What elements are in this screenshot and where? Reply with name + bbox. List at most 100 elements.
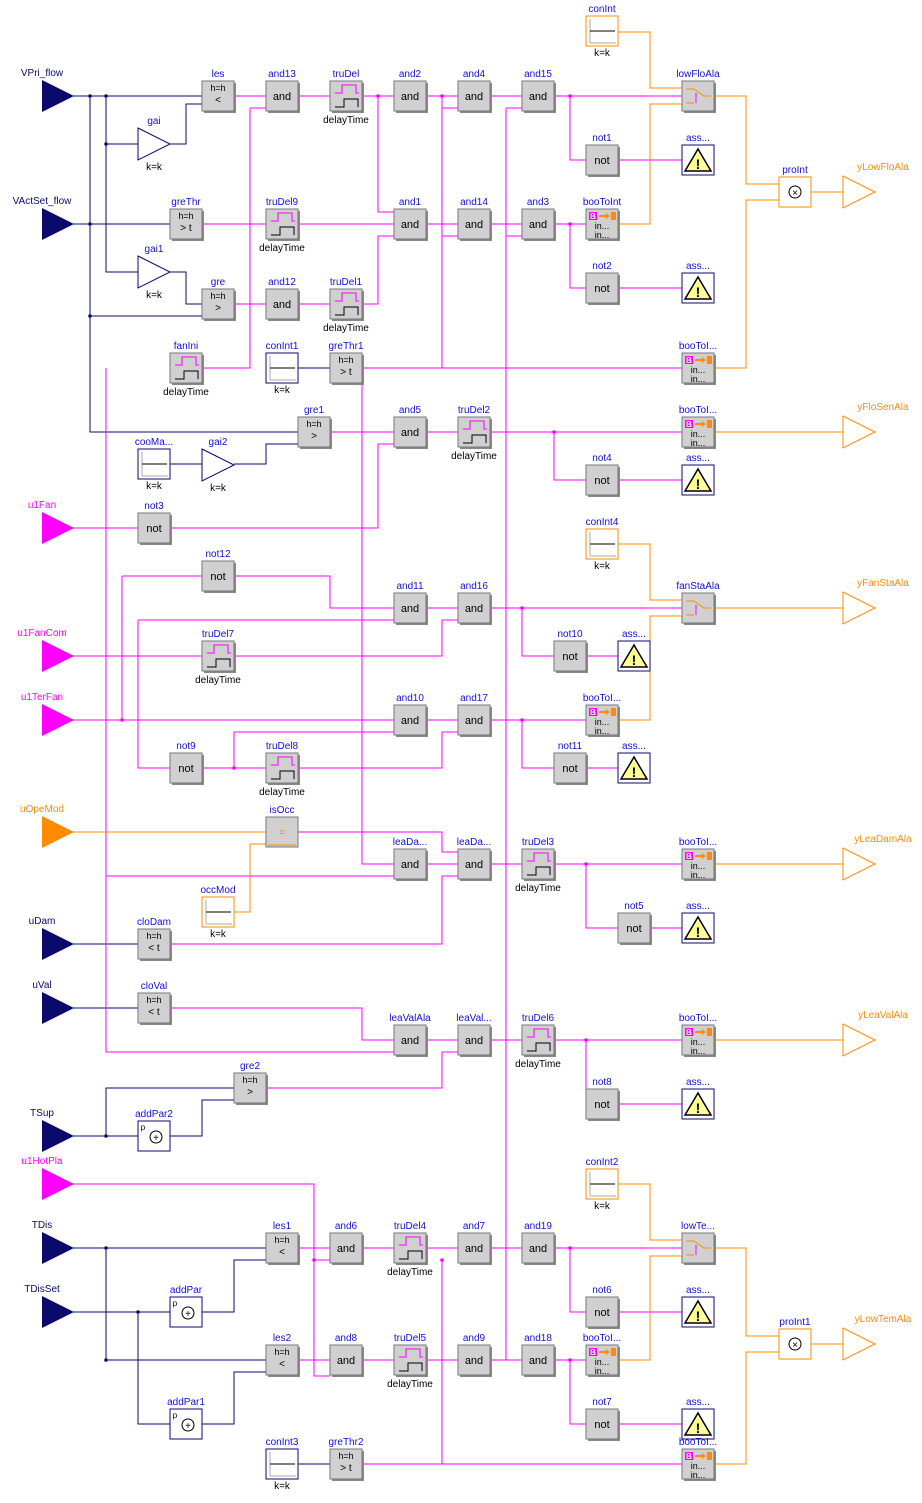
block-ass2[interactable]: !ass... [681,261,715,304]
output-port-yLeaDamAla[interactable]: yLeaDamAla [842,834,912,881]
block-ass8[interactable]: !ass... [681,1077,715,1120]
block-booToI6[interactable]: Bin...in...booToI... [583,1333,621,1377]
output-port-yFloSenAla[interactable]: yFloSenAla [842,402,909,449]
block-ass10[interactable]: !ass... [617,629,651,672]
block-booToInt[interactable]: Bin...in...booToInt [583,197,622,241]
input-port-VActSet_flow[interactable]: VActSet_flow [13,196,74,240]
input-port-VPri_flow[interactable]: VPri_flow [21,68,74,112]
block-gre1[interactable]: h=h>gre1 [297,405,332,449]
block-lowTe[interactable]: lowTe... [681,1221,716,1265]
input-port-TDisSet[interactable]: TDisSet [24,1284,74,1328]
block-isOcc[interactable]: =isOcc [265,805,299,848]
output-port-yLowFloAla[interactable]: yLowFloAla [842,162,909,209]
block-ass6[interactable]: !ass... [681,1285,715,1328]
output-port-yLeaValAla[interactable]: yLeaValAla [842,1010,908,1057]
input-port-u1HotPla[interactable]: u1HotPla [21,1156,74,1200]
block-proInt[interactable]: ×proInt [778,165,812,208]
block-proInt1[interactable]: ×proInt1 [778,1317,812,1360]
input-port-u1FanCom[interactable]: u1FanCom [17,628,74,672]
block-gre2[interactable]: h=h>gre2 [233,1061,268,1105]
input-port-u1Fan[interactable]: u1Fan [28,500,74,544]
block-leaDa2[interactable]: andleaDa... [457,837,492,881]
input-port-uDam[interactable]: uDam [29,916,74,960]
block-ass1[interactable]: !ass... [681,133,715,176]
block-gre[interactable]: h=h>gre [201,277,236,321]
input-port-TDis[interactable]: TDis [32,1220,74,1264]
input-port-u1TerFan[interactable]: u1TerFan [21,692,74,736]
block-booToI3[interactable]: Bin...in...booToI... [583,693,621,737]
block-booToI5[interactable]: Bin...in...booToI... [679,1013,717,1057]
input-port-uOpeMod[interactable]: uOpeMod [20,804,74,848]
block-leaDa1[interactable]: andleaDa... [393,837,428,881]
block-booToI4[interactable]: Bin...in...booToI... [679,837,717,881]
block-ass11[interactable]: !ass... [617,741,651,784]
output-port-yLowTemAla[interactable]: yLowTemAla [842,1314,912,1361]
block-booToI2[interactable]: Bin...in...booToI... [679,405,717,449]
block-ass4[interactable]: !ass... [681,453,715,496]
block-ass5[interactable]: !ass... [681,901,715,944]
block-cooMa[interactable]: cooMa...k=k [135,437,173,492]
block-booToI7[interactable]: Bin...in...booToI... [679,1437,717,1481]
input-port-uVal[interactable]: uVal [32,980,74,1024]
block-leaVal[interactable]: andleaVal... [456,1013,492,1057]
block-lowFloAla[interactable]: lowFloAla [676,69,720,113]
block-fanStaAla[interactable]: fanStaAla [676,581,720,625]
block-les1[interactable]: h=h<les1 [265,1221,300,1265]
block-les[interactable]: h=h<les [201,69,236,113]
